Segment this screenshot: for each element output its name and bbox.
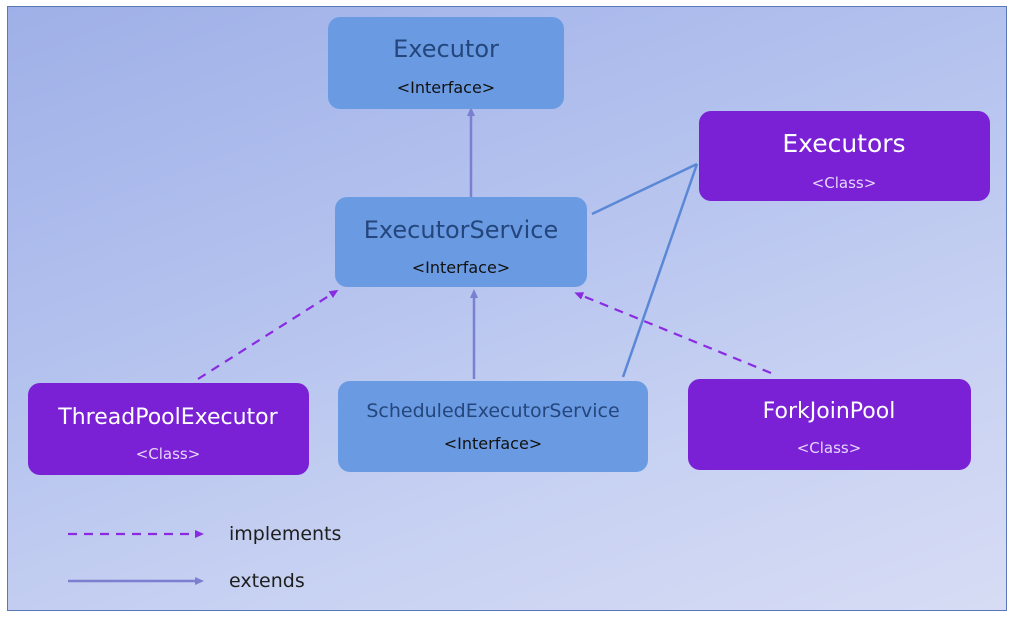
- legend: implements extends: [68, 523, 341, 592]
- legend-implements-label: implements: [229, 523, 341, 545]
- diagram-frame: Executor <Interface> ExecutorService <In…: [7, 6, 1007, 611]
- node-executor-title: Executor: [393, 35, 499, 63]
- node-executors-stereotype: <Class>: [812, 174, 877, 192]
- node-executor-service-stereotype: <Interface>: [412, 258, 510, 277]
- node-executor-stereotype: <Interface>: [397, 78, 495, 97]
- node-thread-pool-executor: ThreadPoolExecutor <Class>: [28, 383, 309, 475]
- edge-executors-to-scheduled: [621, 163, 699, 378]
- node-executor-service: ExecutorService <Interface>: [335, 197, 587, 287]
- class-diagram: Executor <Interface> ExecutorService <In…: [28, 17, 990, 592]
- node-executors: Executors <Class>: [699, 111, 990, 201]
- node-thread-pool-executor-title: ThreadPoolExecutor: [57, 405, 278, 430]
- edge-executors-to-executorservice: [591, 162, 698, 216]
- node-thread-pool-executor-stereotype: <Class>: [136, 445, 201, 463]
- node-scheduled-executor-service-stereotype: <Interface>: [444, 434, 542, 453]
- node-executor: Executor <Interface>: [328, 17, 564, 109]
- node-executors-title: Executors: [782, 129, 905, 158]
- edge-threadpool-implements-executorservice: [197, 289, 339, 380]
- node-fork-join-pool: ForkJoinPool <Class>: [688, 379, 971, 470]
- node-scheduled-executor-service: ScheduledExecutorService <Interface>: [338, 381, 648, 472]
- node-fork-join-pool-stereotype: <Class>: [797, 439, 862, 457]
- node-executor-service-title: ExecutorService: [364, 216, 558, 244]
- legend-extends-label: extends: [229, 570, 305, 592]
- edge-forkjoin-implements-executorservice: [574, 292, 772, 375]
- node-scheduled-executor-service-title: ScheduledExecutorService: [366, 400, 619, 422]
- node-fork-join-pool-title: ForkJoinPool: [763, 399, 896, 424]
